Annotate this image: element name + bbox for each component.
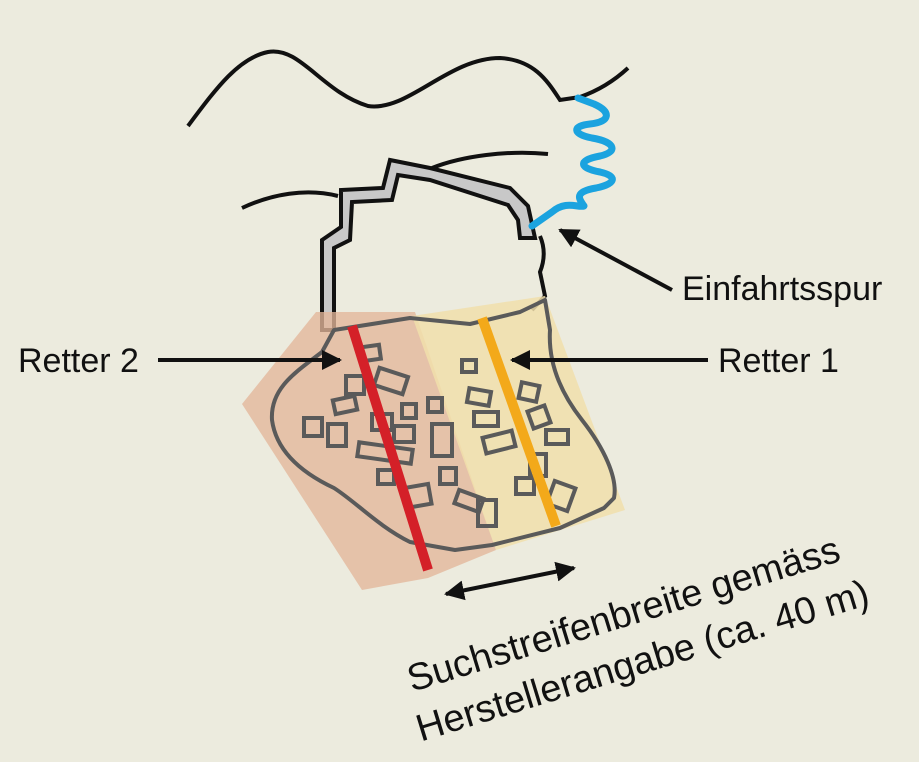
label-rescuer-2: Retter 2 (18, 342, 139, 380)
slope-right-edge (530, 235, 548, 312)
debris-block (426, 396, 444, 414)
debris-block (544, 428, 570, 446)
search-strip-left (242, 312, 496, 590)
rescuer-2-search-line (347, 324, 433, 572)
debris-block (430, 422, 454, 458)
debris-block (326, 422, 348, 448)
debris-block (476, 498, 498, 528)
debris-block (302, 416, 324, 438)
debris-block (460, 358, 478, 374)
rescuer-1-search-line (477, 316, 561, 528)
debris-block (330, 393, 360, 417)
debris-block (480, 428, 518, 456)
debris-block (524, 402, 554, 432)
debris-block (400, 402, 418, 420)
debris-block (392, 424, 416, 444)
mountain-ridge-top (186, 49, 630, 128)
entry-track-arrow (558, 228, 673, 292)
label-entry-track: Einfahrtsspur (682, 270, 882, 308)
debris-block (543, 478, 579, 514)
mountain-ridge-middle (431, 150, 549, 170)
debris-block (516, 379, 542, 405)
debris-block (464, 385, 494, 409)
search-width-arrow (444, 561, 576, 601)
debris-block (371, 365, 411, 397)
label-rescuer-1: Retter 1 (718, 342, 839, 380)
entry-track-line (528, 94, 616, 230)
debris-block (472, 410, 500, 428)
slope-edge (320, 157, 538, 332)
debris-block (451, 487, 487, 515)
mountain-ridge-left (241, 190, 339, 210)
debris-block (438, 466, 458, 486)
debris-block (514, 476, 536, 496)
avalanche-outline (269, 298, 617, 552)
